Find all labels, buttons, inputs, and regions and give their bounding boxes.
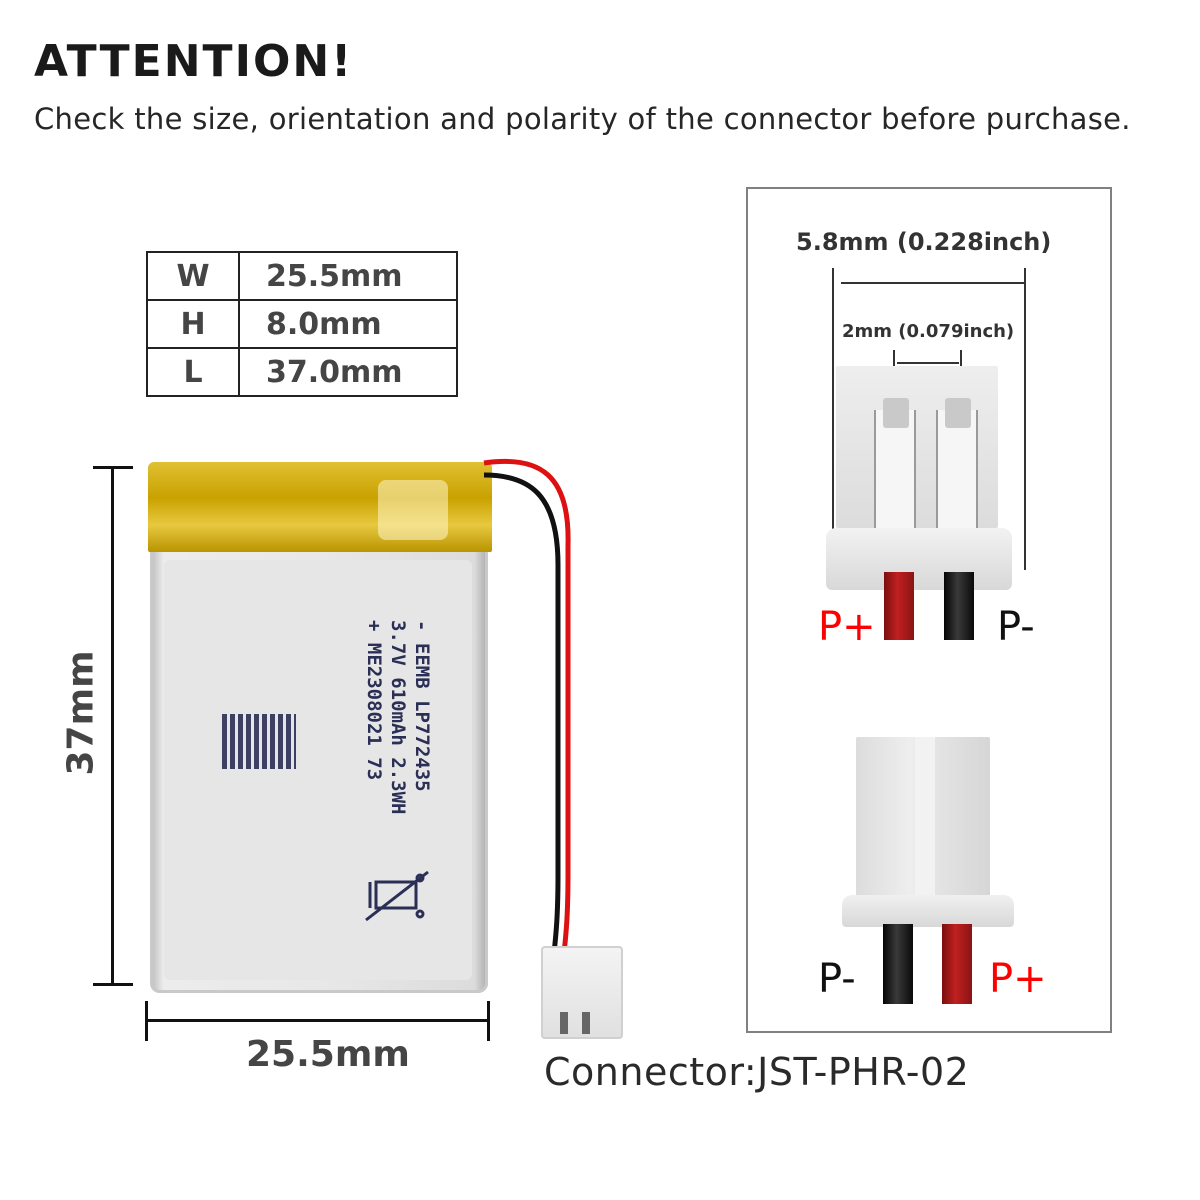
connector-bottom-base	[842, 895, 1014, 927]
connector-width-ext-left	[832, 268, 834, 570]
spec-value: 25.5mm	[238, 251, 458, 301]
pin-pitch-ext-left	[893, 350, 895, 378]
pin-pitch-ext-right	[960, 350, 962, 378]
weee-crossed-bin-icon	[365, 870, 429, 922]
spec-value: 37.0mm	[238, 347, 458, 397]
connector-width-line	[841, 282, 1024, 284]
bottom-negative-label: P-	[818, 956, 856, 1002]
length-dimension-cap-top	[93, 466, 133, 469]
spec-key: W	[146, 251, 240, 301]
pcb-highlight	[378, 480, 448, 540]
spec-key: H	[146, 299, 240, 349]
connector-contact	[883, 398, 909, 428]
connector-detail-panel	[746, 187, 1112, 1033]
connector-pin	[582, 1012, 590, 1034]
pin-pitch-line	[897, 362, 959, 364]
length-dimension-line	[111, 468, 114, 984]
top-negative-label: P-	[997, 604, 1035, 650]
connector-slot	[936, 410, 978, 530]
connector-width-ext-right	[1024, 268, 1026, 570]
connector-type-caption: Connector:JST-PHR-02	[544, 1050, 970, 1094]
spec-row-width: W 25.5mm	[146, 251, 458, 301]
spec-key: L	[146, 347, 240, 397]
battery-lead-wires	[483, 458, 571, 954]
width-dimension-cap-left	[145, 1001, 148, 1041]
top-positive-label: P+	[818, 604, 876, 650]
spec-row-length: L 37.0mm	[146, 347, 458, 397]
red-wire	[942, 924, 972, 1004]
length-dimension-label: 37mm	[60, 650, 102, 776]
connector-width-label: 5.8mm (0.228inch)	[796, 228, 1052, 256]
pin-pitch-label: 2mm (0.079inch)	[842, 321, 1015, 342]
length-dimension-cap-bottom	[93, 983, 133, 986]
connector-top-base	[826, 528, 1012, 590]
connector-slot	[874, 410, 916, 530]
attention-title: ATTENTION!	[34, 36, 354, 87]
black-wire	[944, 572, 974, 640]
dimension-spec-table: W 25.5mm H 8.0mm L 37.0mm	[146, 251, 458, 397]
connector-contact	[945, 398, 971, 428]
width-dimension-label: 25.5mm	[246, 1034, 410, 1075]
spec-value: 8.0mm	[238, 299, 458, 349]
spec-row-height: H 8.0mm	[146, 299, 458, 349]
red-wire	[884, 572, 914, 640]
width-dimension-line	[146, 1019, 490, 1022]
connector-rib	[915, 737, 935, 897]
width-dimension-cap-right	[487, 1001, 490, 1041]
black-wire	[883, 924, 913, 1004]
attention-subtitle: Check the size, orientation and polarity…	[34, 102, 1131, 136]
datamatrix-code-icon	[222, 714, 296, 769]
connector-pin	[560, 1012, 568, 1034]
bottom-positive-label: P+	[989, 956, 1047, 1002]
